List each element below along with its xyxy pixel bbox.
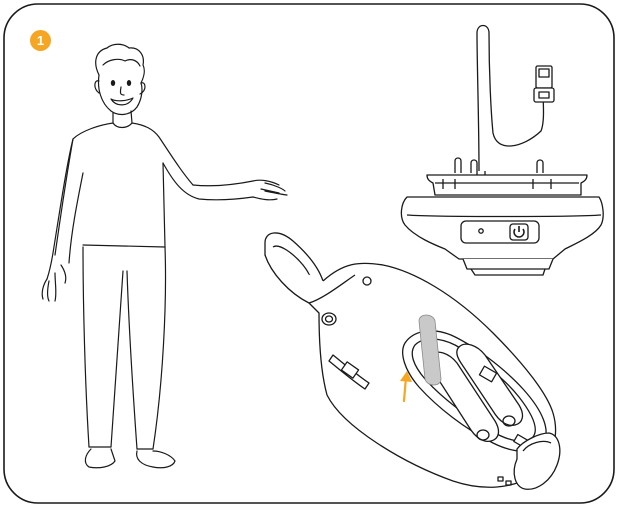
usb-plug xyxy=(534,66,554,102)
illustration-frame xyxy=(3,3,615,504)
step-badge: 1 xyxy=(30,30,51,51)
charging-dock xyxy=(401,26,603,276)
manual-illustration xyxy=(3,3,615,504)
person-figure xyxy=(42,44,287,468)
step-number: 1 xyxy=(37,33,44,48)
handheld-remote xyxy=(265,233,560,489)
